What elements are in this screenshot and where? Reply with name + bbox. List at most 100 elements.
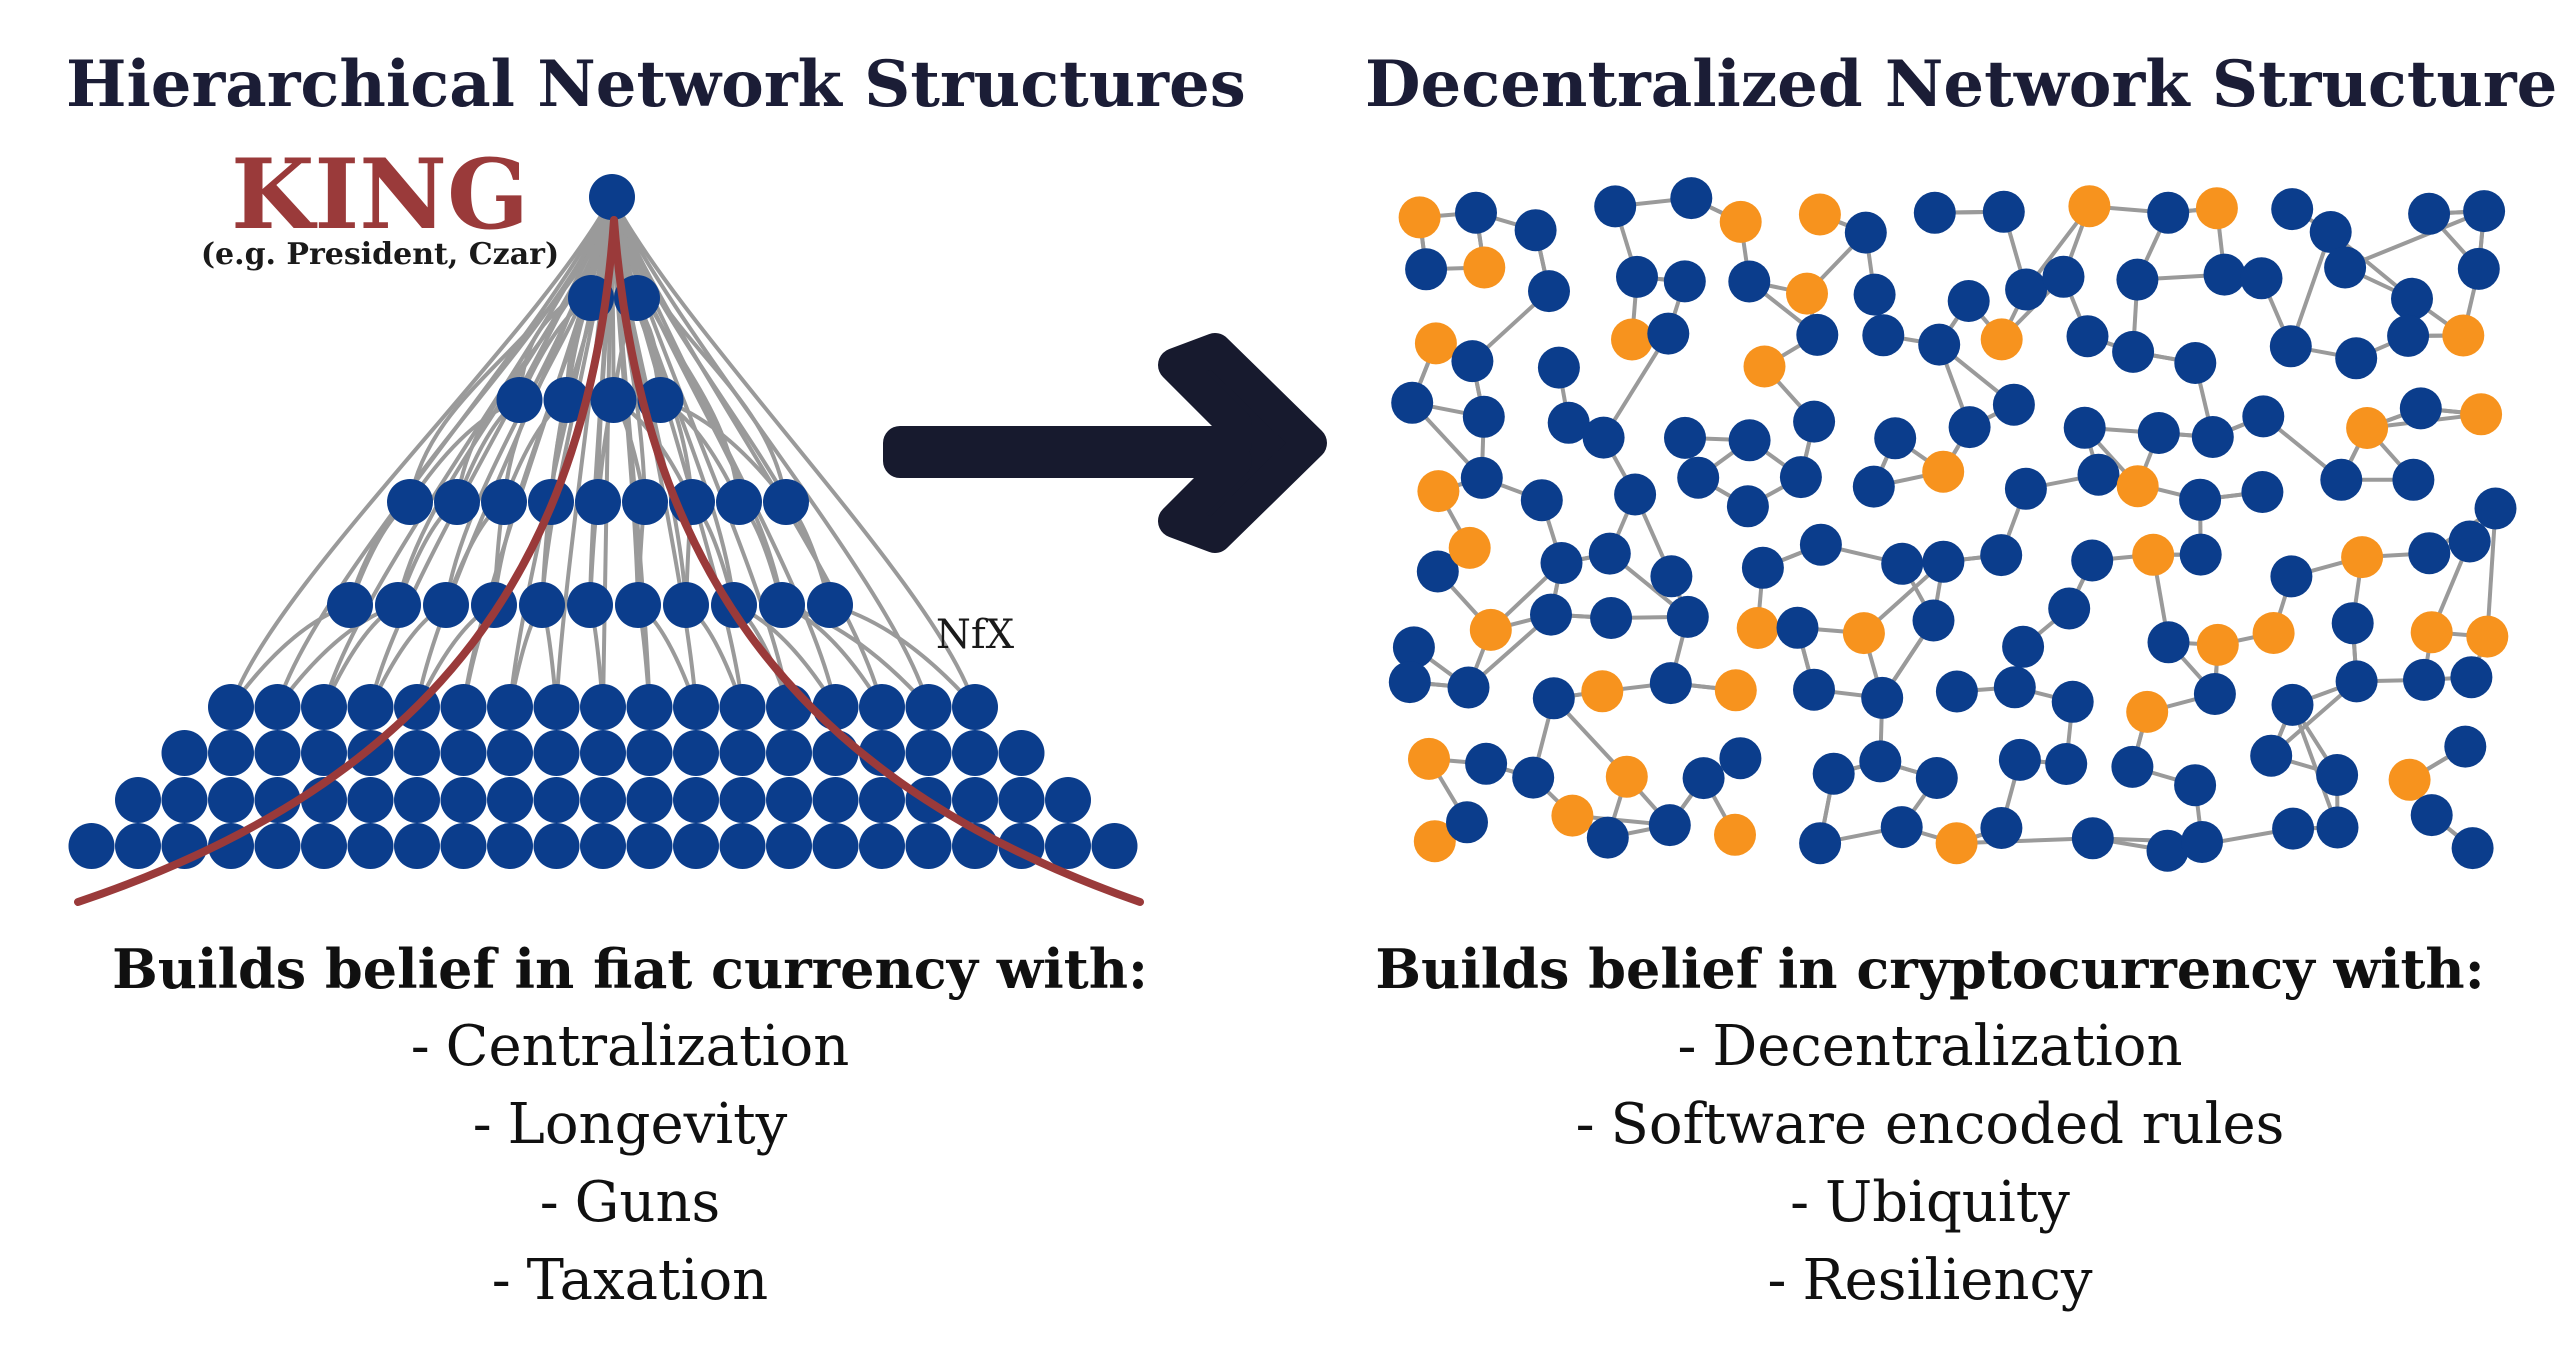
hierarchy-node [487, 777, 533, 823]
network-node-blue [2174, 342, 2217, 384]
hierarchy-node [375, 582, 421, 628]
hierarchy-node [580, 730, 626, 776]
network-node-blue [2005, 268, 2048, 311]
hierarchy-node [905, 823, 952, 869]
hierarchy-node [859, 684, 905, 730]
network-node-blue [1528, 270, 1570, 313]
hierarchy-node [807, 582, 853, 628]
network-node-orange [2252, 612, 2295, 654]
network-node-blue [1537, 346, 1580, 389]
network-node-blue [2240, 257, 2283, 300]
network-node-orange [2460, 393, 2503, 436]
hierarchy-node [208, 684, 254, 730]
hierarchy-node [1045, 823, 1091, 869]
network-node-blue [2463, 190, 2506, 233]
network-node-blue [2272, 807, 2315, 850]
nfx-watermark-logo: NfX [936, 612, 1015, 658]
hierarchy-node [496, 377, 543, 423]
hierarchy-node [905, 684, 952, 730]
network-node-blue [1861, 676, 1904, 719]
network-node-blue [1392, 626, 1435, 669]
network-node-orange [2466, 615, 2509, 658]
hierarchy-node [580, 823, 626, 869]
crypto-caption: Builds belief in cryptocurrency with: -D… [1300, 930, 2560, 1320]
hierarchy-edge [368, 196, 614, 708]
network-node-blue [2179, 478, 2222, 521]
network-node-blue [2147, 191, 2190, 234]
network-node-blue [1980, 807, 2023, 849]
crypto-item-ubiquity: -Ubiquity [1790, 1170, 2070, 1235]
hierarchy-node [254, 730, 301, 776]
network-node-blue [2331, 602, 2374, 645]
hierarchy-node [673, 730, 719, 776]
network-node-orange [1469, 608, 1512, 651]
hierarchy-node [952, 777, 998, 823]
network-node-blue [2320, 458, 2363, 501]
hierarchy-edge [610, 196, 745, 708]
network-node-orange [1842, 612, 1885, 655]
network-node-blue [2451, 827, 2494, 870]
network-node-blue [2191, 416, 2234, 458]
network-node-blue [2408, 532, 2451, 575]
hierarchical-title: Hierarchical Network Structures [66, 47, 1246, 122]
hierarchy-node [481, 479, 527, 525]
network-node-orange [2442, 314, 2485, 357]
hierarchy-node [998, 777, 1045, 823]
fiat-item-guns: -Guns [539, 1170, 721, 1235]
network-node-orange [1551, 794, 1594, 837]
hierarchy-node [487, 823, 533, 869]
network-node-blue [2077, 453, 2120, 496]
right-arrow-icon [883, 333, 1327, 553]
network-node-blue [2444, 725, 2487, 768]
hierarchy-node [673, 684, 719, 730]
hierarchy-node [254, 823, 301, 869]
network-node-blue [1532, 677, 1575, 720]
hierarchy-node [622, 479, 668, 525]
decentralized-title: Decentralized Network Structure [1365, 47, 2558, 122]
network-node-orange [1408, 737, 1450, 780]
network-node-blue [1719, 737, 1762, 780]
network-node-blue [1530, 593, 1572, 636]
network-node-orange [1922, 450, 1965, 493]
network-node-blue [1948, 406, 1991, 449]
hierarchy-node [387, 479, 433, 525]
hierarchy-node [673, 823, 719, 869]
decentralized-nodes [1388, 177, 2517, 872]
fiat-item-taxation: -Taxation [491, 1248, 769, 1313]
hierarchy-node [347, 684, 394, 730]
network-node-blue [1853, 273, 1896, 316]
king-power-curve-left [74, 216, 618, 906]
king-label: KING [231, 138, 529, 251]
network-node-blue [1647, 312, 1690, 355]
hierarchy-node [763, 479, 809, 525]
hierarchy-node [575, 479, 621, 525]
network-node-blue [1460, 456, 1503, 499]
hierarchy-node [394, 730, 440, 776]
network-edge [2290, 704, 2340, 829]
network-node-blue [1859, 740, 1902, 783]
network-node-blue [1663, 260, 1706, 303]
network-node-blue [2316, 754, 2359, 796]
network-node-blue [2147, 621, 2190, 664]
network-node-blue [2111, 745, 2154, 788]
network-node-blue [2179, 533, 2222, 576]
hierarchy-node [812, 730, 859, 776]
network-node-blue [1664, 416, 1706, 459]
network-node-blue [2048, 587, 2091, 630]
network-node-blue [1388, 661, 1431, 704]
network-node-blue [1666, 595, 1709, 638]
network-node-blue [1982, 190, 2025, 233]
hierarchy-node [719, 684, 766, 730]
network-node-blue [1741, 546, 1784, 589]
fiat-item-centralization: -Centralization [410, 1014, 850, 1079]
network-node-blue [1590, 597, 1633, 639]
network-node-blue [1998, 738, 2041, 781]
network-node-orange [2388, 758, 2431, 801]
network-node-blue [1650, 555, 1693, 598]
hierarchy-node [626, 730, 673, 776]
network-node-blue [1915, 757, 1958, 799]
network-node-blue [1455, 191, 1497, 234]
network-node-blue [1405, 248, 1448, 291]
network-edge [1956, 836, 2093, 846]
hierarchy-node [208, 777, 254, 823]
